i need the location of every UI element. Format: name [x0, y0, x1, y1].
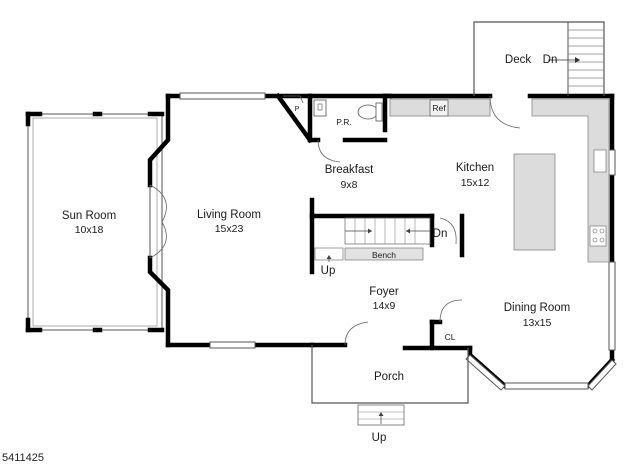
stairs-down-label: Dn [433, 228, 448, 240]
pantry-label: P [295, 106, 300, 113]
closet-label: CL [445, 332, 456, 342]
foyer-dims: 14x9 [373, 300, 396, 312]
french-doors [149, 184, 167, 259]
living-room-name: Living Room [197, 209, 261, 221]
interior-stairs [309, 197, 465, 275]
windows [149, 92, 617, 391]
living-room-dims: 15x23 [215, 223, 244, 235]
porch-name: Porch [374, 371, 404, 383]
listing-id: 5411425 [2, 452, 45, 464]
dining-room-name: Dining Room [504, 302, 570, 314]
refrigerator-label: Ref [432, 103, 446, 113]
bench-label: Bench [372, 250, 396, 260]
kitchen-dims: 15x12 [461, 177, 490, 189]
sun-room-walls [25, 111, 165, 333]
dining-room-dims: 13x15 [523, 317, 552, 329]
porch-stairs-up-label: Up [372, 432, 387, 444]
sun-room-dims: 10x18 [75, 224, 104, 236]
deck [473, 21, 605, 96]
powder-room-label: P.R. [336, 117, 351, 127]
breakfast-name: Breakfast [325, 164, 374, 176]
deck-label: Deck [505, 54, 531, 66]
deck-stairs-label: Dn [543, 54, 558, 66]
kitchen-counters [389, 95, 610, 263]
powder-room [274, 92, 388, 163]
foyer-name: Foyer [369, 286, 399, 298]
stairs-up-label: Up [321, 265, 336, 277]
porch [311, 299, 469, 426]
breakfast-dims: 9x8 [341, 179, 358, 191]
kitchen-name: Kitchen [456, 162, 494, 174]
sun-room-name: Sun Room [62, 210, 116, 222]
